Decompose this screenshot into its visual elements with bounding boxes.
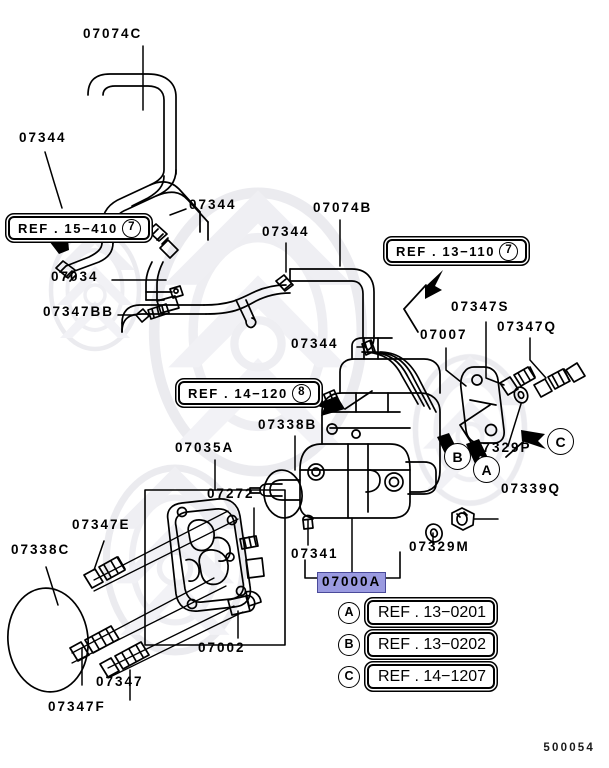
ref-box-15-410-number: 7 xyxy=(121,218,141,238)
arrow-to-marker-a xyxy=(466,439,489,466)
gasket-07338b xyxy=(263,469,303,519)
ref-box-14-120-text: REF . 14−120 xyxy=(188,385,288,401)
part-label-07341[interactable]: 07341 xyxy=(291,546,339,561)
ref-box-13-110-number: 7 xyxy=(499,241,519,261)
bracket-07007 xyxy=(459,366,505,444)
clamp-07344-mid xyxy=(147,223,179,259)
legend-ref-box-b[interactable]: REF . 13−020 2 xyxy=(367,632,496,657)
legend-row-b[interactable]: B REF . 13−020 2 xyxy=(338,632,496,657)
legend-ref-c-text: REF . 14−120 xyxy=(378,667,478,685)
label-leader-lines xyxy=(44,45,547,701)
legend-ref-b-text: REF . 13−020 xyxy=(378,635,478,653)
part-label-07338c[interactable]: 07338C xyxy=(11,542,71,557)
washer-07329m xyxy=(425,523,443,543)
bolt-07347e xyxy=(83,556,126,589)
legend-key-c: C xyxy=(338,665,360,688)
legend-ref-a-text: REF . 13−020 xyxy=(378,603,478,621)
arrow-to-marker-c xyxy=(521,430,546,449)
part-label-07347e[interactable]: 07347E xyxy=(72,517,131,532)
ref-box-15-410[interactable]: REF . 15−410 7 xyxy=(8,216,150,240)
legend-key-b: B xyxy=(338,633,360,656)
plug-07341 xyxy=(302,514,314,530)
highlighted-part-number[interactable]: 07000A xyxy=(317,572,387,593)
pipe-connector-07034 xyxy=(156,295,180,314)
legend-row-a[interactable]: A REF . 13−020 1 xyxy=(338,600,496,625)
injection-pump-assembly xyxy=(249,337,441,519)
part-label-07035a[interactable]: 07035A xyxy=(175,440,235,455)
bolt-07347f xyxy=(69,625,120,662)
arrow-to-ref-13-110 xyxy=(403,270,443,333)
clamp-07344-right xyxy=(275,274,294,292)
part-label-07344-d[interactable]: 07344 xyxy=(291,336,339,351)
legend-ref-a-number: 1 xyxy=(477,603,487,621)
pump-cover-07035a-drawing xyxy=(166,498,265,612)
part-label-07034[interactable]: 07034 xyxy=(51,269,99,284)
part-label-07272[interactable]: 07272 xyxy=(207,486,255,501)
part-label-07347[interactable]: 07347 xyxy=(96,674,144,689)
part-label-07338b[interactable]: 07338B xyxy=(258,417,318,432)
bolt-07347s xyxy=(499,366,536,396)
marker-leaders xyxy=(459,404,525,458)
legend-row-c[interactable]: C REF . 14−120 7 xyxy=(338,664,496,689)
part-label-07344-a[interactable]: 07344 xyxy=(19,130,67,145)
part-label-07347bb[interactable]: 07347BB xyxy=(43,304,115,319)
legend-ref-c-number: 7 xyxy=(477,667,487,685)
part-label-07007[interactable]: 07007 xyxy=(420,327,468,342)
location-marker-c[interactable]: C xyxy=(547,428,574,455)
washer-07329p xyxy=(513,386,529,404)
bolt-07347q xyxy=(533,362,586,398)
part-label-07344-b[interactable]: 07344 xyxy=(189,197,237,212)
legend-key-a: A xyxy=(338,601,360,624)
legend-ref-box-c[interactable]: REF . 14−120 7 xyxy=(367,664,496,689)
ref-box-13-110-text: REF . 13−110 xyxy=(396,243,496,259)
part-label-07347q[interactable]: 07347Q xyxy=(497,319,558,334)
part-label-07002[interactable]: 07002 xyxy=(198,640,246,655)
part-label-07074b[interactable]: 07074B xyxy=(313,200,373,215)
legend-ref-b-number: 2 xyxy=(477,635,487,653)
part-label-07347s[interactable]: 07347S xyxy=(451,299,510,314)
location-marker-b[interactable]: B xyxy=(444,443,471,470)
part-label-07074c[interactable]: 07074C xyxy=(83,26,143,41)
dowel-07002 xyxy=(227,594,256,616)
clamp-07344-topleft xyxy=(55,260,77,282)
gasket-07338c xyxy=(6,587,90,693)
ref-box-15-410-text: REF . 15−410 xyxy=(18,220,118,236)
legend-ref-box-a[interactable]: REF . 13−020 1 xyxy=(367,600,496,625)
part-label-07329p[interactable]: 07329P xyxy=(473,440,532,455)
part-label-07347f[interactable]: 07347F xyxy=(48,699,106,714)
part-label-07329m[interactable]: 07329M xyxy=(409,539,470,554)
part-label-07344-c[interactable]: 07344 xyxy=(262,224,310,239)
bolt-07347 xyxy=(99,641,150,678)
arrow-14-120-leader xyxy=(344,390,373,410)
ref-box-14-120-number: 8 xyxy=(291,383,311,403)
reference-legend: A REF . 13−020 1 B REF . 13−020 2 C REF … xyxy=(338,600,496,696)
ref-box-13-110[interactable]: REF . 13−110 7 xyxy=(386,239,528,263)
stud-07272 xyxy=(239,535,259,550)
hose-07074c xyxy=(65,73,209,273)
part-label-07339q[interactable]: 07339Q xyxy=(501,481,562,496)
drawing-number: 500054 xyxy=(543,742,595,754)
ref-box-14-120[interactable]: REF . 14−120 8 xyxy=(178,381,320,405)
nut-07339q xyxy=(451,507,475,531)
location-marker-a[interactable]: A xyxy=(473,456,500,483)
